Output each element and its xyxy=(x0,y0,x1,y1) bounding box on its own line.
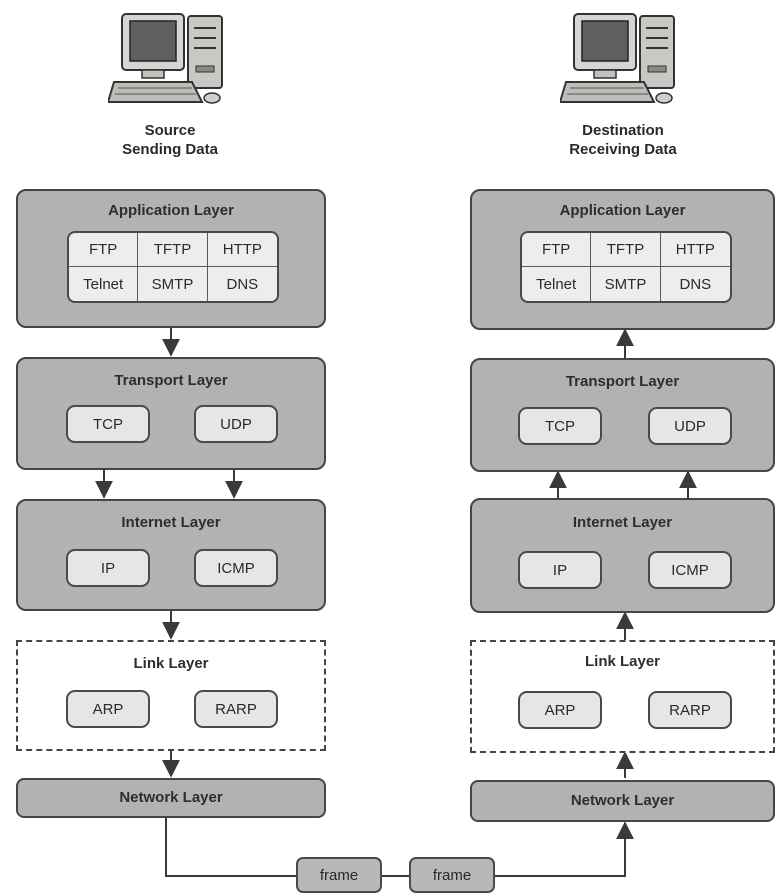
protocol-cell-dns: DNS xyxy=(661,267,730,301)
protocol-udp: UDP xyxy=(648,407,732,445)
protocol-tcp: TCP xyxy=(518,407,602,445)
application-protocol-table: FTP TFTP HTTP Telnet SMTP DNS xyxy=(67,231,279,303)
protocol-arp: ARP xyxy=(518,691,602,729)
network-path-line xyxy=(166,818,625,876)
source-internet-layer: Internet Layer IP ICMP xyxy=(16,499,326,611)
protocol-cell-smtp: SMTP xyxy=(138,267,207,301)
source-link-layer: Link Layer ARP RARP xyxy=(16,640,326,751)
protocol-icmp: ICMP xyxy=(194,549,278,587)
layer-title: Application Layer xyxy=(472,202,773,219)
source-caption: Source Sending Data xyxy=(70,121,270,159)
destination-application-layer: Application Layer FTP TFTP HTTP Telnet S… xyxy=(470,189,775,330)
frame-box-1: frame xyxy=(296,857,382,893)
source-caption-line2: Sending Data xyxy=(70,140,270,159)
protocol-udp: UDP xyxy=(194,405,278,443)
protocol-icmp: ICMP xyxy=(648,551,732,589)
destination-caption-line2: Receiving Data xyxy=(523,140,723,159)
destination-caption: Destination Receiving Data xyxy=(523,121,723,159)
protocol-cell-ftp: FTP xyxy=(69,233,138,267)
application-protocol-table: FTP TFTP HTTP Telnet SMTP DNS xyxy=(520,231,732,303)
source-application-layer: Application Layer FTP TFTP HTTP Telnet S… xyxy=(16,189,326,328)
layer-title: Application Layer xyxy=(18,202,324,219)
layer-title: Internet Layer xyxy=(18,514,324,531)
source-network-layer: Network Layer xyxy=(16,778,326,818)
layer-title: Transport Layer xyxy=(18,372,324,389)
layer-title: Network Layer xyxy=(472,792,773,809)
protocol-cell-ftp: FTP xyxy=(522,233,591,267)
destination-network-layer: Network Layer xyxy=(470,780,775,822)
frame-box-2: frame xyxy=(409,857,495,893)
layer-title: Internet Layer xyxy=(472,514,773,531)
protocol-ip: IP xyxy=(66,549,150,587)
layer-title: Link Layer xyxy=(472,653,773,670)
protocol-ip: IP xyxy=(518,551,602,589)
protocol-rarp: RARP xyxy=(648,691,732,729)
protocol-cell-tftp: TFTP xyxy=(138,233,207,267)
destination-internet-layer: Internet Layer IP ICMP xyxy=(470,498,775,613)
source-computer-icon xyxy=(108,8,228,110)
layer-title: Network Layer xyxy=(18,789,324,806)
destination-caption-line1: Destination xyxy=(523,121,723,140)
destination-computer-icon xyxy=(560,8,680,110)
layer-title: Transport Layer xyxy=(472,373,773,390)
protocol-cell-smtp: SMTP xyxy=(591,267,660,301)
protocol-cell-telnet: Telnet xyxy=(69,267,138,301)
source-caption-line1: Source xyxy=(70,121,270,140)
protocol-cell-dns: DNS xyxy=(208,267,277,301)
destination-link-layer: Link Layer ARP RARP xyxy=(470,640,775,753)
protocol-cell-http: HTTP xyxy=(208,233,277,267)
protocol-tcp: TCP xyxy=(66,405,150,443)
destination-transport-layer: Transport Layer TCP UDP xyxy=(470,358,775,472)
protocol-rarp: RARP xyxy=(194,690,278,728)
protocol-cell-tftp: TFTP xyxy=(591,233,660,267)
protocol-cell-http: HTTP xyxy=(661,233,730,267)
source-transport-layer: Transport Layer TCP UDP xyxy=(16,357,326,470)
protocol-arp: ARP xyxy=(66,690,150,728)
protocol-cell-telnet: Telnet xyxy=(522,267,591,301)
layer-title: Link Layer xyxy=(18,655,324,672)
